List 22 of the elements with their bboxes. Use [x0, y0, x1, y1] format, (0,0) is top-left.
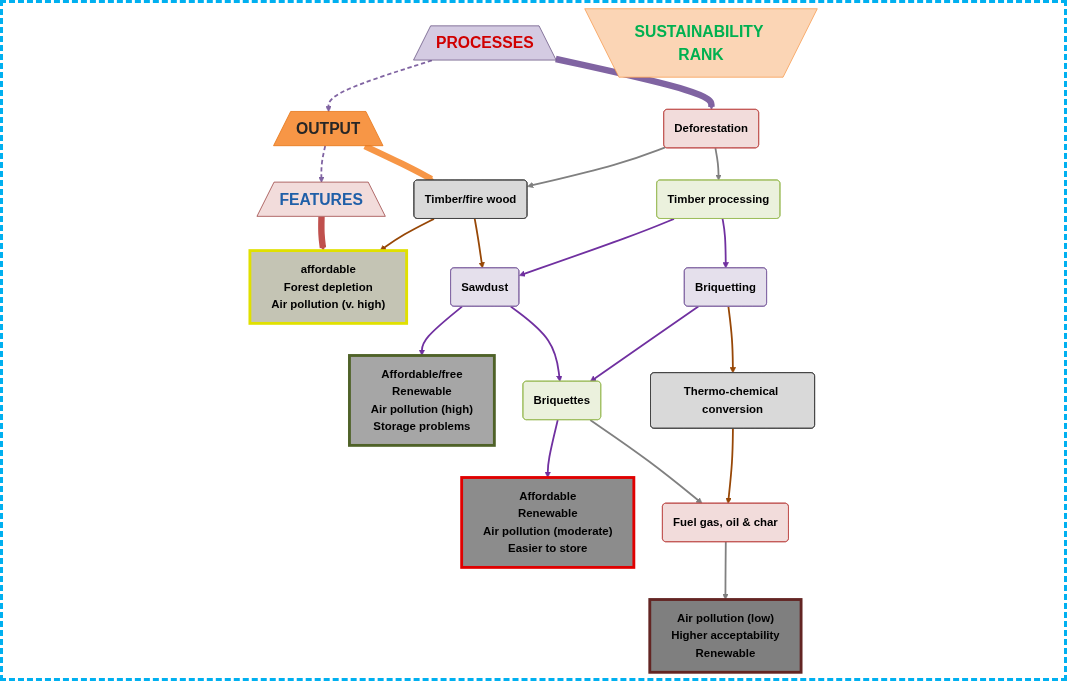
arrow	[589, 305, 700, 382]
arrow	[544, 419, 559, 478]
arrow	[318, 216, 326, 251]
arrow	[555, 55, 715, 110]
arrow	[725, 427, 734, 504]
arrow	[527, 146, 666, 189]
arrow	[714, 147, 722, 181]
node-box: affordable Forest depletion Air pollution (v. high)	[248, 249, 408, 325]
arrow	[727, 305, 736, 374]
arrow	[589, 419, 703, 504]
node-box: Affordable/free Renewable Air pollution (high) Storage problems	[347, 354, 496, 447]
node-box: Affordable Renewable Air pollution (moderate) Easier to store	[460, 476, 636, 569]
arrow	[418, 305, 463, 356]
arrow	[473, 217, 485, 269]
node-box: Air pollution (low) Higher acceptability Renewable	[648, 598, 803, 674]
arrow	[518, 217, 675, 277]
arrow	[325, 59, 433, 113]
arrow	[379, 217, 435, 251]
arrow	[722, 541, 729, 600]
arrow	[318, 145, 326, 183]
arrow	[721, 217, 729, 269]
arrow	[509, 305, 563, 382]
